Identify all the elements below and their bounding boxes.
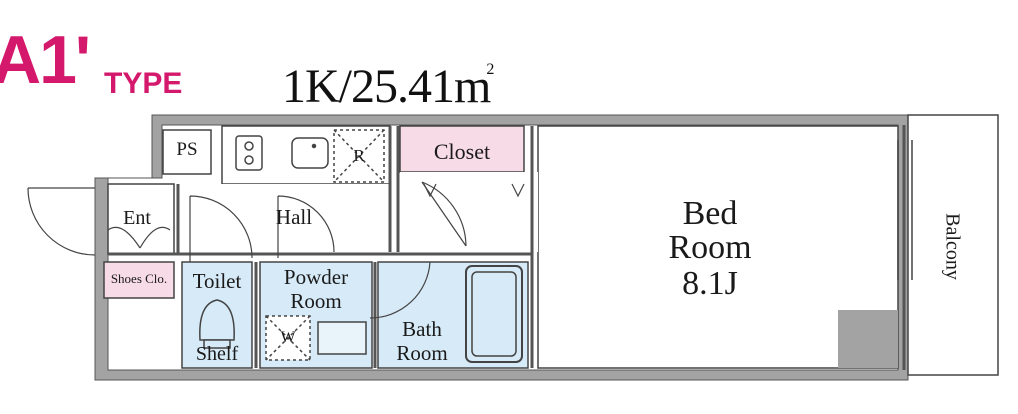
toilet-bowl-icon [199,299,235,341]
bath-door-icon [369,261,431,319]
room-fills [103,114,999,376]
balcony-window [897,140,913,280]
closet-area [399,125,525,173]
type-word: TYPE [104,67,183,100]
bathtub-icon [465,265,523,363]
balcony-area [907,114,999,376]
hall-label: Hall [275,205,313,229]
partitions [108,125,906,370]
balcony-label: Balcony [941,213,964,280]
entrance-area [107,183,175,255]
ps-box [162,129,212,175]
shelf-label: Shelf [195,343,239,365]
toilet-label: Toilet [192,269,242,293]
washbasin-icon [317,321,367,355]
washer-icon [265,315,311,361]
entrance-label: Ent [123,207,151,229]
refrigerator-label: R [353,146,365,165]
front-door-icon [27,187,96,256]
shoes-closet-area [103,261,175,299]
wet-fixtures [199,265,523,363]
layout-area-label: 1K/25.41m2 [282,40,494,117]
toilet-tank-icon [203,339,231,349]
bed-room-label-line1: Bed [682,195,738,232]
stove-icon [235,135,263,171]
area-superscript: 2 [486,61,494,78]
doors [27,181,525,319]
closet-mark-icon [423,183,525,198]
entrance-door-icon [107,226,171,249]
powder-room-label-line1: Powder [283,265,349,289]
washer-label: W [280,329,296,346]
bath-room-label-line1: Bath [402,317,442,341]
closet-door-icon [421,181,467,247]
ps-label: PS [176,139,198,160]
hall-door-icon [277,195,335,258]
sink-icon [291,137,329,169]
bed-room-label-line2: Room [668,229,752,266]
powder-room-label-line2: Room [290,289,342,313]
shoes-closet-label: Shoes Clo. [110,271,168,286]
type-code: A1' [0,22,91,98]
toilet-door-icon [189,195,253,262]
bath-room-label-line2: Room [396,341,448,365]
kitchen-fixtures [235,129,385,183]
closet-label: Closet [433,139,491,164]
hall-right-area [400,172,538,252]
layout-area-text: 1K/25.41m [282,60,491,113]
bed-room-notch [838,310,898,368]
bed-room-size: 8.1J [682,265,738,302]
